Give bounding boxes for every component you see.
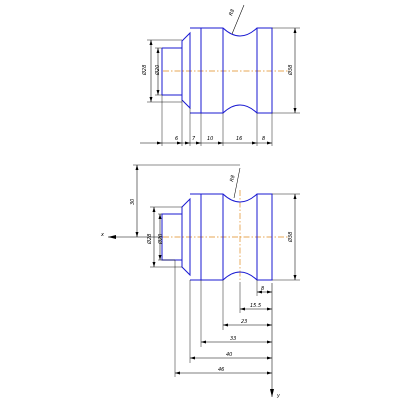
bottom-chain-dimensions: 8 15.5 23 33 40 46 <box>162 259 272 377</box>
chain-dim-1: 15.5 <box>250 303 261 309</box>
top-dim-2: 10 <box>207 136 213 142</box>
top-dim-1: 7 <box>192 136 196 142</box>
top-right-diameter-label: Ø38 <box>287 65 294 76</box>
bottom-part-outline <box>161 193 273 281</box>
top-bottom-dimensions: 6 7 10 16 8 <box>140 95 273 146</box>
chain-dim-5: 46 <box>218 367 224 373</box>
top-part-outline <box>161 27 273 114</box>
top-dim-4: 8 <box>262 136 265 142</box>
bottom-left-diameter-label: Ø28 <box>146 234 153 245</box>
bottom-right-diameter-label: Ø38 <box>287 232 294 243</box>
bottom-view: x y R8 30 Ø28 <box>100 164 300 399</box>
top-view: R8 Ø28 Ø20 Ø38 <box>140 4 300 146</box>
y-axis-label: y <box>276 393 281 399</box>
top-inner-diameter-label: Ø20 <box>154 65 161 76</box>
bottom-height-label: 30 <box>130 199 136 205</box>
chain-dim-4: 40 <box>226 352 232 358</box>
chain-dim-3: 33 <box>230 336 236 342</box>
bottom-inner-diameter-label: Ø20 <box>157 234 164 245</box>
top-dim-0: 6 <box>175 136 178 142</box>
top-radius-label: R8 <box>228 8 236 16</box>
top-left-diameter-label: Ø28 <box>141 65 148 76</box>
top-dim-3: 16 <box>236 136 242 142</box>
chain-dim-2: 23 <box>241 319 247 325</box>
chain-dim-0: 8 <box>261 286 264 292</box>
x-axis-label: x <box>100 232 104 238</box>
bottom-radius-label: R8 <box>229 175 237 183</box>
